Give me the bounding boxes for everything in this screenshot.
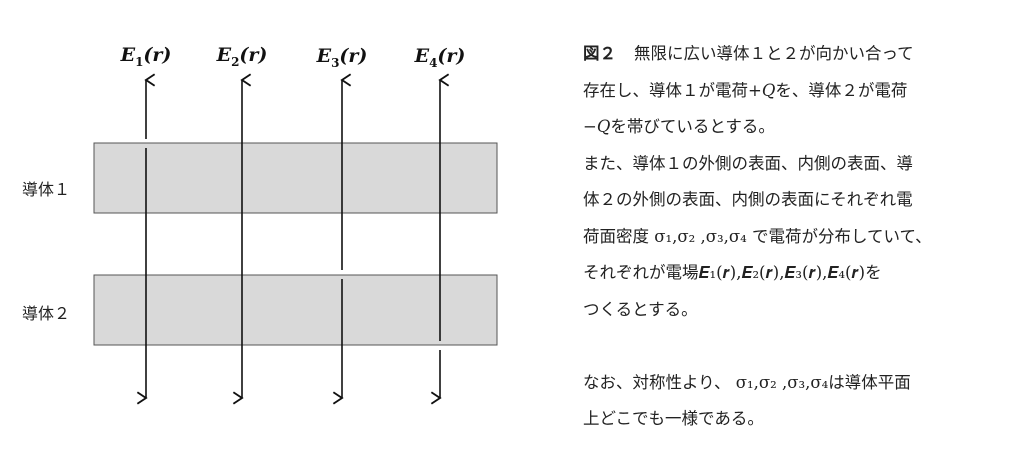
field-symbol: E [120, 44, 136, 66]
conductor-1-plate [93, 142, 498, 214]
field-subscript: 4 [429, 55, 438, 70]
field-subscript: 1 [135, 54, 144, 69]
field-label-e3: E3(r) [317, 45, 368, 70]
caption-line: 存在し、導体１が電荷+𝑄を、導体２が電荷 [583, 80, 908, 100]
caption-line: それぞれが電場𝑬₁(𝒓),𝑬₂(𝒓),𝑬₃(𝒓),𝑬₄(𝒓)を [583, 263, 882, 282]
field-subscript: 3 [331, 55, 340, 70]
field-symbol: E [216, 44, 232, 66]
conductor-diagram [93, 0, 498, 458]
field-argument: (r) [437, 45, 466, 67]
caption-line: 体２の外側の表面、内側の表面にそれぞれ電 [583, 190, 913, 209]
caption-line: −𝑄を帯びているとする。 [583, 117, 775, 136]
field-argument: (r) [143, 44, 172, 66]
conductor-2-plate [93, 274, 498, 346]
field-subscript: 2 [231, 54, 240, 69]
caption-line: つくるとする。 [583, 299, 698, 319]
caption-line: 図２ 無限に広い導体１と２が向かい合って [583, 36, 932, 73]
caption-text: 無限に広い導体１と２が向かい合って [634, 44, 914, 63]
field-argument: (r) [239, 44, 268, 66]
caption-line: 上どこでも一様である。 [583, 409, 764, 428]
figure-caption: 図２ 無限に広い導体１と２が向かい合って 存在し、導体１が電荷+𝑄を、導体２が電荷… [583, 36, 932, 438]
field-symbol: E [414, 45, 430, 67]
caption-line: 荷面密度 σ₁,σ₂ ,σ₃,σ₄ で電荷が分布していて、 [583, 226, 932, 246]
conductor-2-label: 導体２ [22, 304, 71, 323]
field-argument: (r) [339, 45, 368, 67]
conductor-1-label: 導体１ [22, 180, 71, 199]
field-label-e1: E1(r) [121, 44, 172, 69]
field-label-e2: E2(r) [217, 44, 268, 69]
field-symbol: E [316, 45, 332, 67]
caption-line: なお、対称性より、 σ₁,σ₂ ,σ₃,σ₄は導体平面 [583, 372, 911, 392]
caption-blank-line [583, 328, 932, 365]
field-label-e4: E4(r) [415, 45, 466, 70]
caption-line: また、導体１の外側の表面、内側の表面、導 [583, 153, 913, 173]
figure-label: 図２ [583, 44, 616, 63]
